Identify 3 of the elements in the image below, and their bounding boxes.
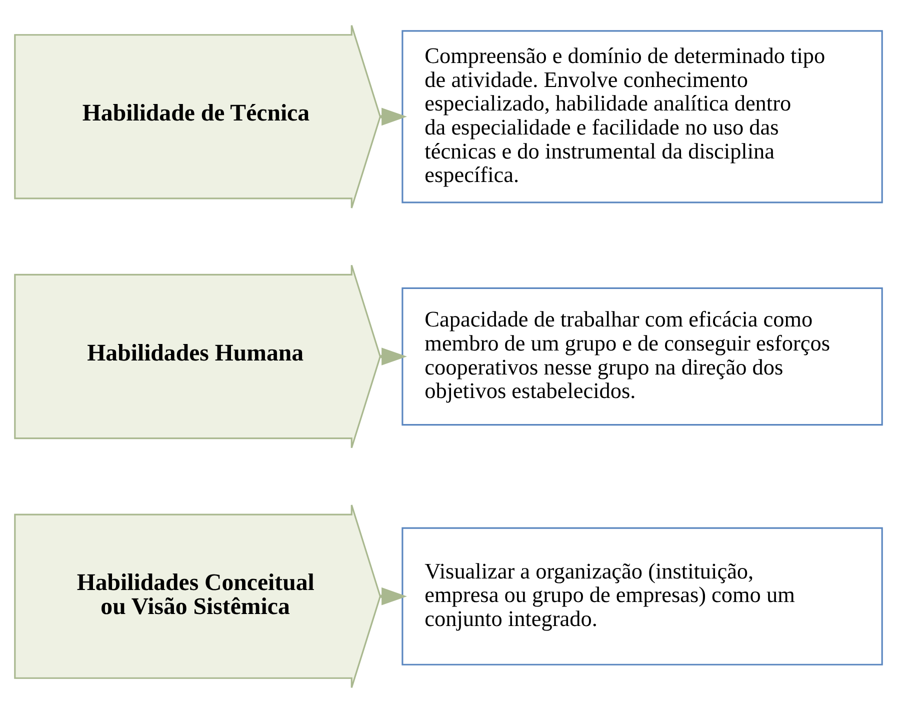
node-box: Compreensão e domínio de determinado tipo de atividade. Envolve conhecimento especializado, habilidade analítica dentro da especialidade e facilidade no uso das técnicas e do instrumental da disciplina específica. — [402, 30, 883, 204]
node-box: Capacidade de trabalhar com eficácia como membro de um grupo e de conseguir esforços cooperativos nesse grupo na direção dos objetivos estabelecidos. — [402, 287, 883, 426]
node-box: Visualizar a organização (instituição, empresa ou grupo de empresas) como um conjunto integrado. — [402, 527, 883, 666]
